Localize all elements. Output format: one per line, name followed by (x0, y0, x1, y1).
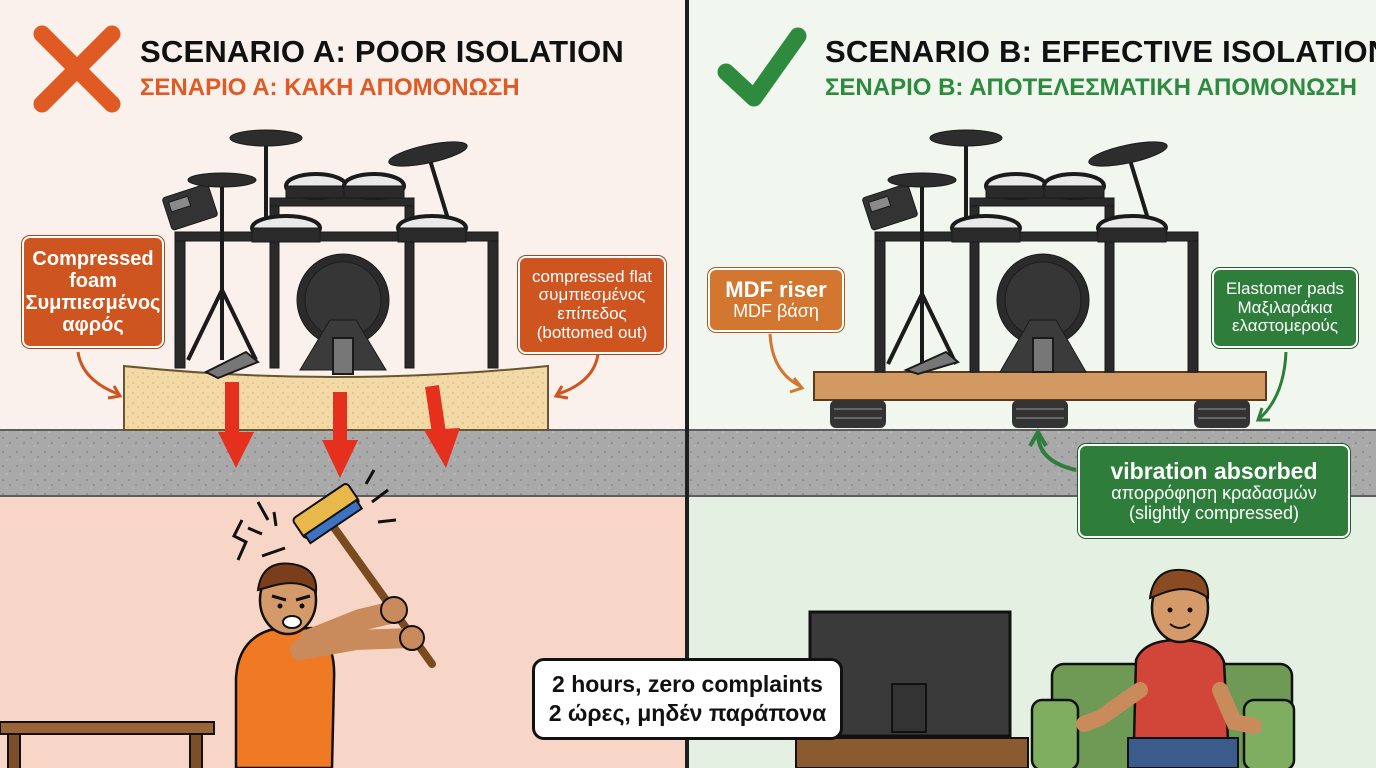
callout-text: αφρός (62, 314, 124, 336)
scenario-a-title-greek: ΣΕΝΑΡΙΟ Α: ΚΑΚΗ ΑΠΟΜΟΝΩΣΗ (140, 74, 520, 101)
callout-text: επίπεδος (557, 304, 627, 323)
flat-callout-arrow (557, 353, 600, 396)
compressed-flat-callout: compressed flat συμπιεσμένος επίπεδος (b… (518, 256, 666, 354)
scenario-a-title: SCENARIO A: POOR ISOLATION (140, 34, 624, 69)
elastomer-pads-callout: Elastomer pads Μαξιλαράκια ελαστομερούς (1212, 268, 1358, 348)
foam-callout-arrow (76, 351, 119, 396)
callout-text: (slightly compressed) (1128, 502, 1300, 523)
callout-text: συμπιεσμένος (538, 285, 646, 305)
scenario-b-panel: SCENARIO B: EFFECTIVE ISOLATION ΣΕΝΑΡΙΟ … (688, 0, 1376, 768)
panel-divider (685, 0, 689, 768)
scenario-a-scene (0, 0, 688, 768)
television (795, 610, 1029, 768)
callout-text: MDF βάση (733, 301, 819, 322)
elastomer-pads (830, 400, 1250, 428)
relaxed-neighbor-figure (1030, 568, 1296, 768)
vibration-callout-arrow (1036, 435, 1077, 472)
banner-text: 2 ώρες, μηδέν παράπονα (548, 700, 827, 726)
pads-callout-arrow (1258, 351, 1288, 420)
callout-text: (bottomed out) (536, 322, 648, 342)
vibration-absorbed-callout: vibration absorbed απορρόφηση κραδασμών … (1078, 444, 1350, 538)
angry-neighbor-figure (0, 469, 436, 768)
callout-text: ελαστομερούς (1231, 316, 1339, 336)
callout-text: compressed flat (532, 266, 652, 286)
scenario-a-panel: SCENARIO A: POOR ISOLATION ΣΕΝΑΡΙΟ Α: ΚΑ… (0, 0, 688, 768)
scenario-b-scene (688, 0, 1376, 768)
mdf-riser-callout: MDF riser MDF βάση (708, 268, 844, 332)
scenario-b-title-greek: ΣΕΝΑΡΙΟ Β: ΑΠΟΤΕΛΕΣΜΑΤΙΚΗ ΑΠΟΜΟΝΩΣΗ (825, 74, 1358, 101)
cross-mark-icon (33, 25, 121, 113)
electronic-drum-kit (162, 129, 499, 380)
electronic-drum-kit (862, 129, 1199, 376)
mdf-riser-board (813, 371, 1267, 401)
scenario-b-title: SCENARIO B: EFFECTIVE ISOLATION (825, 34, 1376, 69)
compressed-foam-callout: Compressed foam Συμπιεσμένος αφρός (22, 236, 164, 348)
callout-text: Συμπιεσμένος (25, 292, 161, 314)
callout-text: Elastomer pads (1225, 278, 1345, 298)
check-mark-icon (717, 27, 807, 107)
riser-callout-arrow (768, 333, 801, 388)
callout-text: Compressed (32, 248, 154, 270)
callout-text: απορρόφηση κραδασμών (1111, 482, 1317, 503)
vibration-transfer-arrows (218, 382, 460, 478)
callout-text: foam (69, 270, 117, 292)
banner-text: 2 hours, zero complaints (552, 671, 823, 698)
result-banner: 2 hours, zero complaints 2 ώρες, μηδέν π… (532, 658, 843, 740)
callout-text: Μαξιλαράκια (1237, 297, 1333, 317)
callout-text: MDF riser (725, 277, 827, 302)
callout-text: vibration absorbed (1110, 457, 1318, 484)
